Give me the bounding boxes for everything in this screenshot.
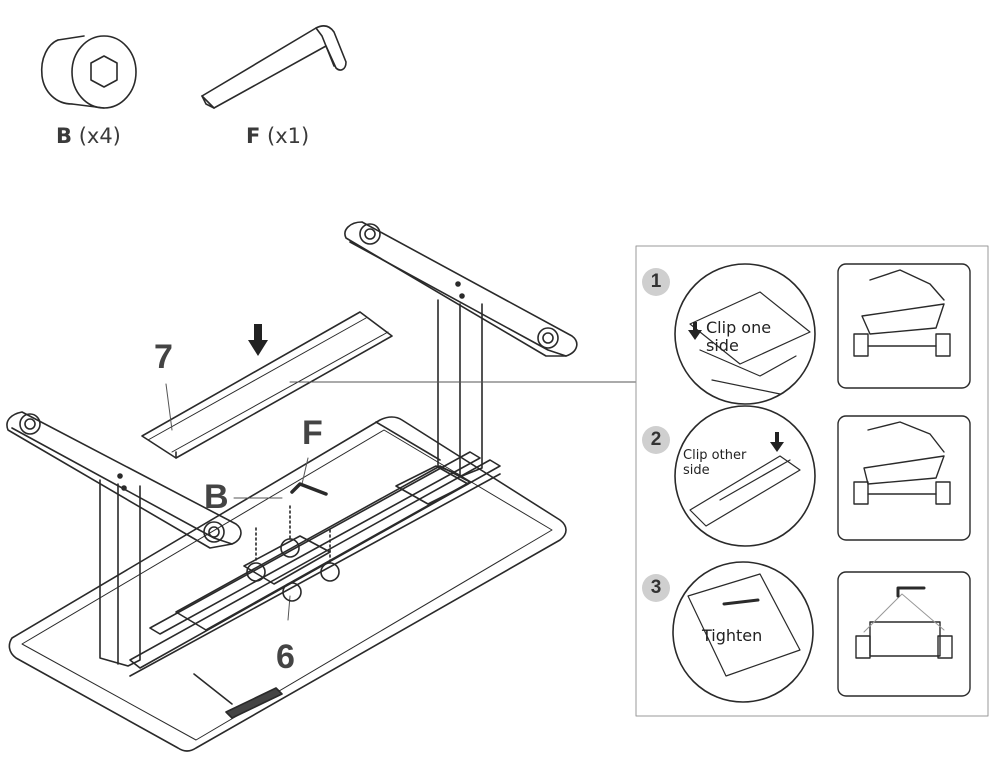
callout-crossbar: 7 bbox=[154, 338, 173, 376]
callout-bolts: B bbox=[204, 478, 229, 516]
step-3-detail bbox=[672, 561, 814, 703]
steps-panel bbox=[635, 245, 989, 717]
bolt-markers bbox=[246, 505, 340, 602]
callout-bracket: 6 bbox=[276, 638, 295, 676]
step-2-number: 2 bbox=[642, 426, 670, 454]
step-3-photo bbox=[837, 571, 971, 697]
step-3-number: 3 bbox=[642, 574, 670, 602]
callout-hex-key: F bbox=[302, 414, 323, 452]
step-2-text: Clip other side bbox=[683, 448, 746, 478]
crossbar-cover bbox=[141, 311, 393, 459]
part-f-letter: F bbox=[246, 124, 261, 148]
step-1-text: Clip one side bbox=[706, 319, 771, 355]
step-1-detail bbox=[674, 263, 816, 405]
step-1-text-line2: side bbox=[706, 336, 739, 355]
step-2-photo bbox=[837, 415, 971, 541]
down-arrow-icon bbox=[248, 324, 268, 356]
bolt-icon bbox=[40, 35, 137, 109]
step-2-detail bbox=[674, 405, 816, 547]
part-b-label: B (x4) bbox=[56, 124, 121, 148]
step-2-arrow-icon bbox=[775, 432, 779, 444]
step-3-text: Tighten bbox=[702, 627, 762, 645]
step-2-text-line1: Clip other bbox=[683, 448, 747, 463]
step-1-text-line1: Clip one bbox=[706, 318, 772, 337]
part-b-letter: B bbox=[56, 124, 73, 148]
hex-key-small-icon bbox=[290, 482, 328, 496]
step-1-arrow-icon bbox=[693, 322, 697, 332]
part-f-label: F (x1) bbox=[246, 124, 309, 148]
hex-key-icon bbox=[201, 25, 347, 109]
step-3-text-line1: Tighten bbox=[702, 626, 763, 645]
step-1-number: 1 bbox=[642, 268, 670, 296]
left-leg bbox=[6, 411, 242, 667]
frame-rails bbox=[129, 421, 501, 677]
step-1-photo bbox=[837, 263, 971, 389]
control-panel bbox=[193, 673, 283, 719]
step-2-text-line2: side bbox=[683, 463, 710, 478]
desk-top bbox=[8, 416, 567, 752]
right-leg bbox=[344, 221, 578, 477]
part-f-qty: (x1) bbox=[267, 124, 310, 148]
part-b-qty: (x4) bbox=[78, 124, 121, 148]
